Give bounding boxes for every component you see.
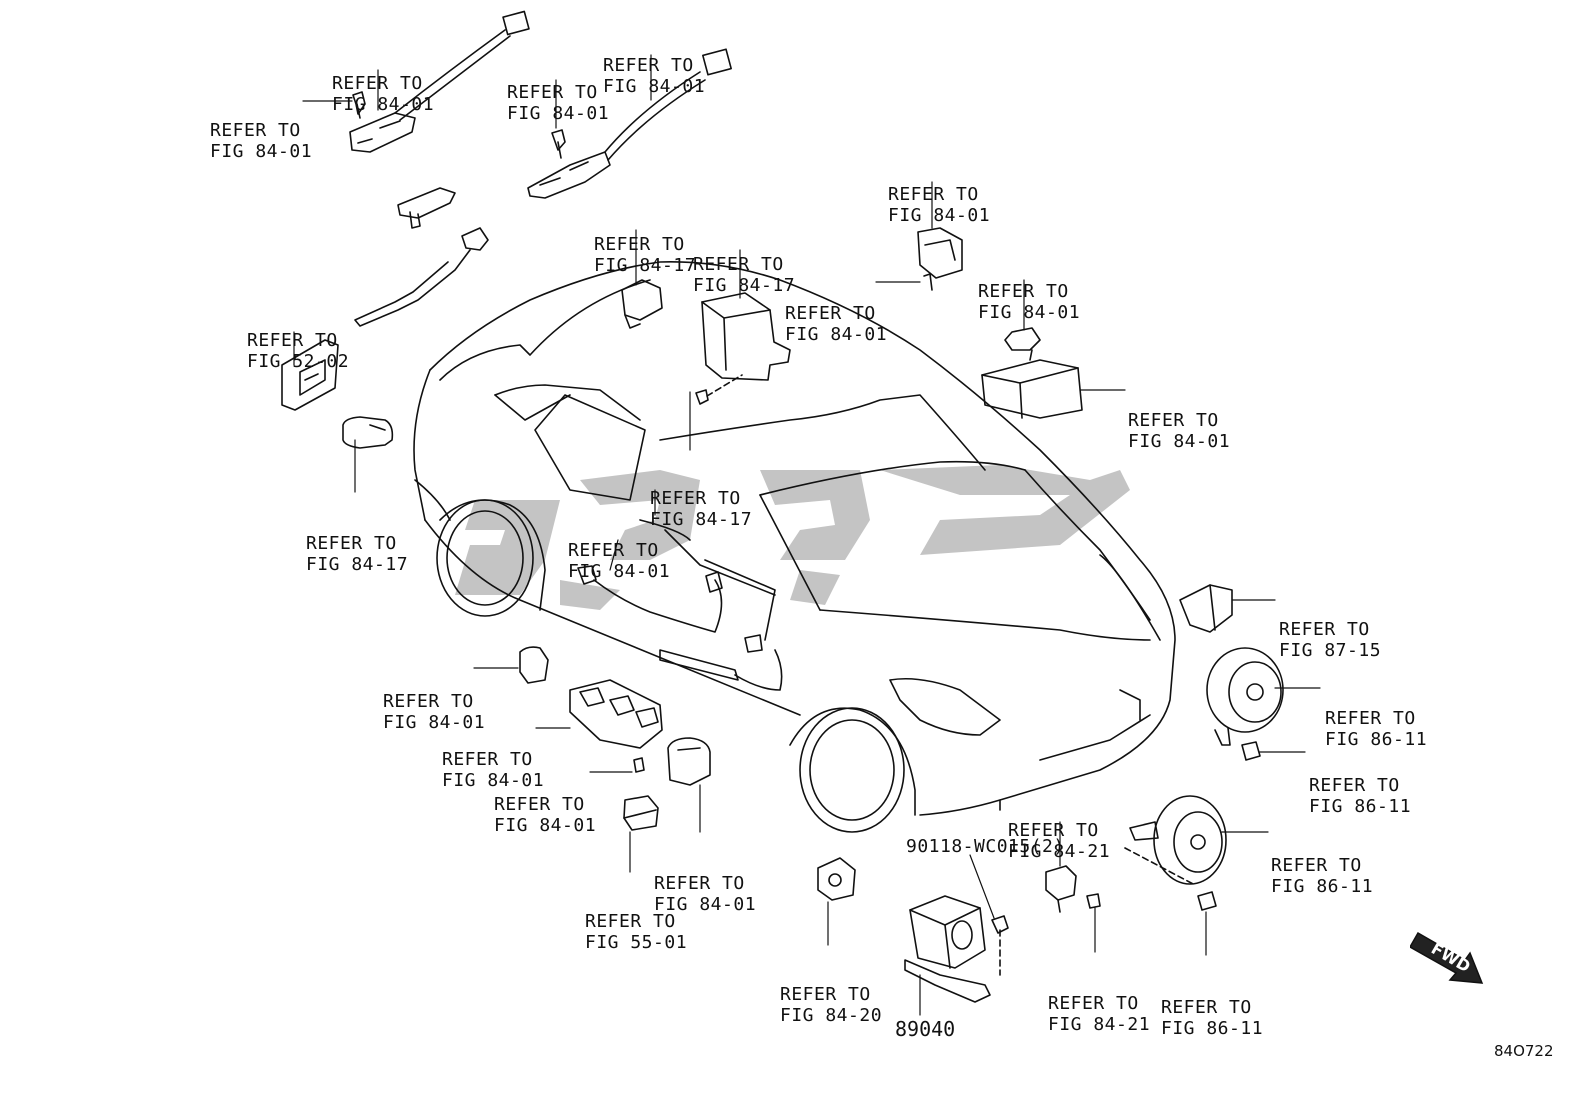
fwd-arrow-icon [1410,931,1484,984]
part-bolt-89040 [991,915,1009,976]
part-sensor-84-17-center [621,279,663,329]
diagram-code: 84O722 [1494,1042,1554,1060]
part-window-switch [569,679,663,749]
part-connector-84-17-left [342,416,394,449]
part-horn-upper [1206,647,1284,746]
part-sensor-left-top [349,10,530,153]
part-switch-small [519,646,549,684]
part-nut [1004,327,1041,351]
part-relay-84-01 [917,227,963,279]
part-horn-lower [1124,795,1227,886]
part-mirror-switch [667,737,711,786]
part-sensor-mid-top [527,48,732,199]
vehicle-outline [413,261,1176,833]
part-temp-sensor [354,227,489,327]
part-sensor-87-15 [1179,584,1233,633]
part-screw-left-top [352,91,366,119]
part-bolt-ecu [695,374,743,405]
part-bolt-84-21 [1086,893,1101,909]
part-junction-block [981,349,1083,419]
part-module-84-20 [817,857,856,901]
part-siren-89040 [904,895,991,1003]
part-screw-relay [923,273,933,291]
part-number-bracket: 90118-WC015(2) [906,836,1065,857]
part-sensor-84-21 [1045,865,1077,913]
part-wire-harness [577,565,783,691]
part-bolt-horn-lower [1197,891,1217,911]
watermark-logo [455,465,1130,610]
leader-lines [293,54,1321,1016]
part-screw-mid-top [551,129,566,159]
part-connector-55-01 [623,795,659,831]
part-ecu-84-17 [701,292,791,381]
part-sensor-52-02 [281,339,339,411]
part-screw-switch [633,757,645,773]
part-number-main: 89040 [895,1017,956,1041]
part-bracket-small [397,187,456,229]
part-bolt-horn-upper [1241,741,1261,761]
